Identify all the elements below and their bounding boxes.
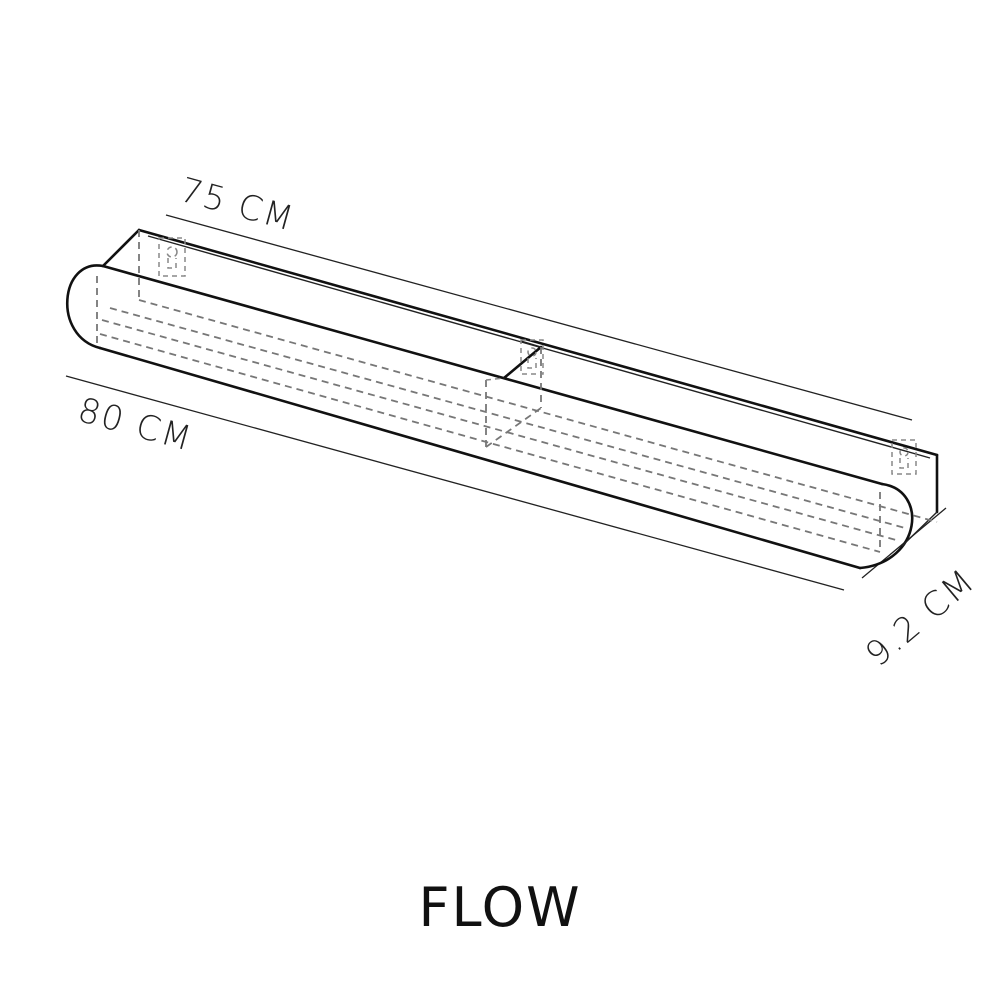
hidden-floor-mid <box>101 319 897 541</box>
front-length-dimension-line <box>65 375 845 591</box>
right-rounded-end <box>858 482 914 570</box>
front-top-edge <box>101 264 884 486</box>
shelf-body <box>66 228 939 570</box>
back-length-dimension-line <box>165 214 913 421</box>
dimension-lines <box>65 214 947 591</box>
mounting-brackets <box>158 237 917 475</box>
product-name: FLOW <box>418 876 582 939</box>
left-rounded-end <box>66 264 105 350</box>
right-mounting-bracket <box>891 439 917 475</box>
divider-top-edge <box>502 345 543 380</box>
depth-label: 9.2 CM <box>858 561 983 675</box>
left-mounting-bracket <box>158 237 186 277</box>
middle-mounting-bracket <box>520 339 544 375</box>
front-bottom-edge <box>98 346 862 570</box>
hidden-divider-front-top <box>485 377 505 381</box>
right-end-inner-edge <box>901 511 938 547</box>
front-length-label: 80 CM <box>74 390 198 460</box>
hidden-floor-back <box>109 307 906 529</box>
back-wall-left-edge <box>101 228 141 268</box>
hidden-lines <box>96 230 938 553</box>
back-wall-top-edge <box>137 228 939 457</box>
hidden-floor-front <box>99 333 881 553</box>
back-length-label: 75 CM <box>176 170 300 240</box>
divider-back-edge <box>520 340 542 348</box>
